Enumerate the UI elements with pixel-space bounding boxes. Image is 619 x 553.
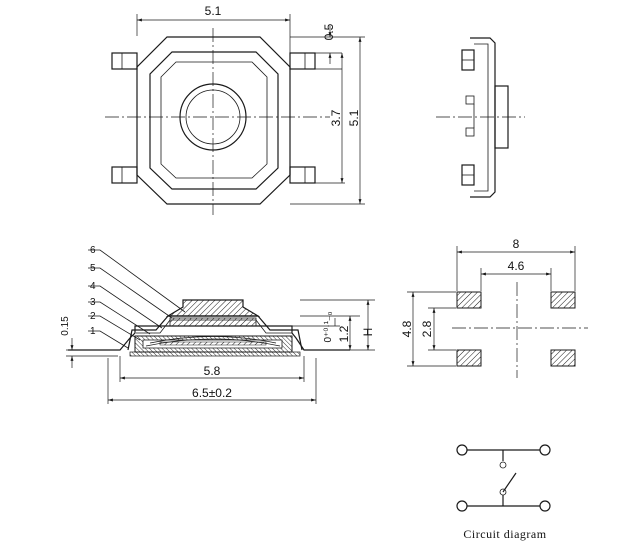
callout-5: 5	[90, 263, 96, 274]
top-height-label: 5.1	[347, 109, 361, 126]
footprint-inner-height-label: 2.8	[420, 320, 434, 337]
top-offset-label: 0.5	[322, 23, 336, 40]
circuit-diagram	[456, 444, 551, 512]
footprint-outer-width-label: 8	[513, 237, 520, 251]
height-label: H	[361, 328, 375, 337]
top-view	[105, 14, 365, 215]
side-view	[436, 37, 525, 198]
footprint-view	[407, 246, 588, 378]
section-view	[66, 249, 375, 404]
body-width-label: 5.8	[204, 364, 221, 378]
top-width-label: 5.1	[205, 4, 222, 18]
thickness-label: 0.15	[60, 316, 71, 336]
callout-4: 4	[90, 281, 96, 292]
footprint-inner-width-label: 4.6	[508, 259, 525, 273]
top-inner-label: 3.7	[329, 109, 343, 126]
overall-width-label: 6.5±0.2	[192, 386, 232, 400]
tolerance-label: 0⁺⁰·¹₋₀	[323, 312, 334, 343]
callout-3: 3	[90, 297, 96, 308]
lower-height-label: 1.2	[337, 325, 351, 342]
circuit-caption: Circuit diagram	[463, 527, 546, 541]
callout-6: 6	[90, 245, 96, 256]
callout-2: 2	[90, 311, 96, 322]
footprint-outer-height-label: 4.8	[400, 320, 414, 337]
callout-1: 1	[90, 326, 96, 337]
